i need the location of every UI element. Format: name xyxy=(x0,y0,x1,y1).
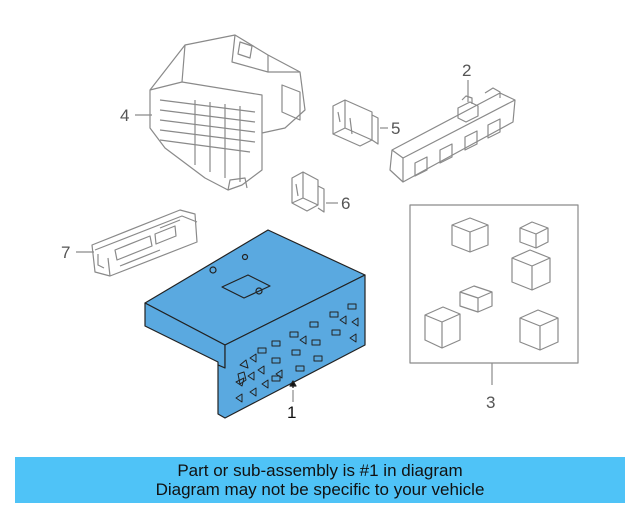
part-7-cover xyxy=(91,209,198,277)
callout-7: 7 xyxy=(61,243,71,262)
part-5-fuse xyxy=(332,99,379,147)
callout-4: 4 xyxy=(120,106,130,125)
callout-6: 6 xyxy=(341,194,351,213)
part-2-relay-bracket xyxy=(389,87,516,183)
part-4-fuse-box-housing xyxy=(149,34,306,191)
leader-lines xyxy=(76,80,493,402)
part-6-fuse xyxy=(291,171,325,213)
callout-5: 5 xyxy=(391,119,401,138)
part-3-relay-kit xyxy=(409,204,579,364)
part-1-junction-block xyxy=(144,229,366,419)
callout-1: 1 xyxy=(287,403,297,422)
callout-3: 3 xyxy=(486,393,496,412)
caption-line-2: Diagram may not be specific to your vehi… xyxy=(155,480,485,499)
caption-banner: Part or sub-assembly is #1 in diagram Di… xyxy=(15,457,625,503)
callout-2: 2 xyxy=(462,61,472,80)
caption-line-1: Part or sub-assembly is #1 in diagram xyxy=(177,461,463,480)
